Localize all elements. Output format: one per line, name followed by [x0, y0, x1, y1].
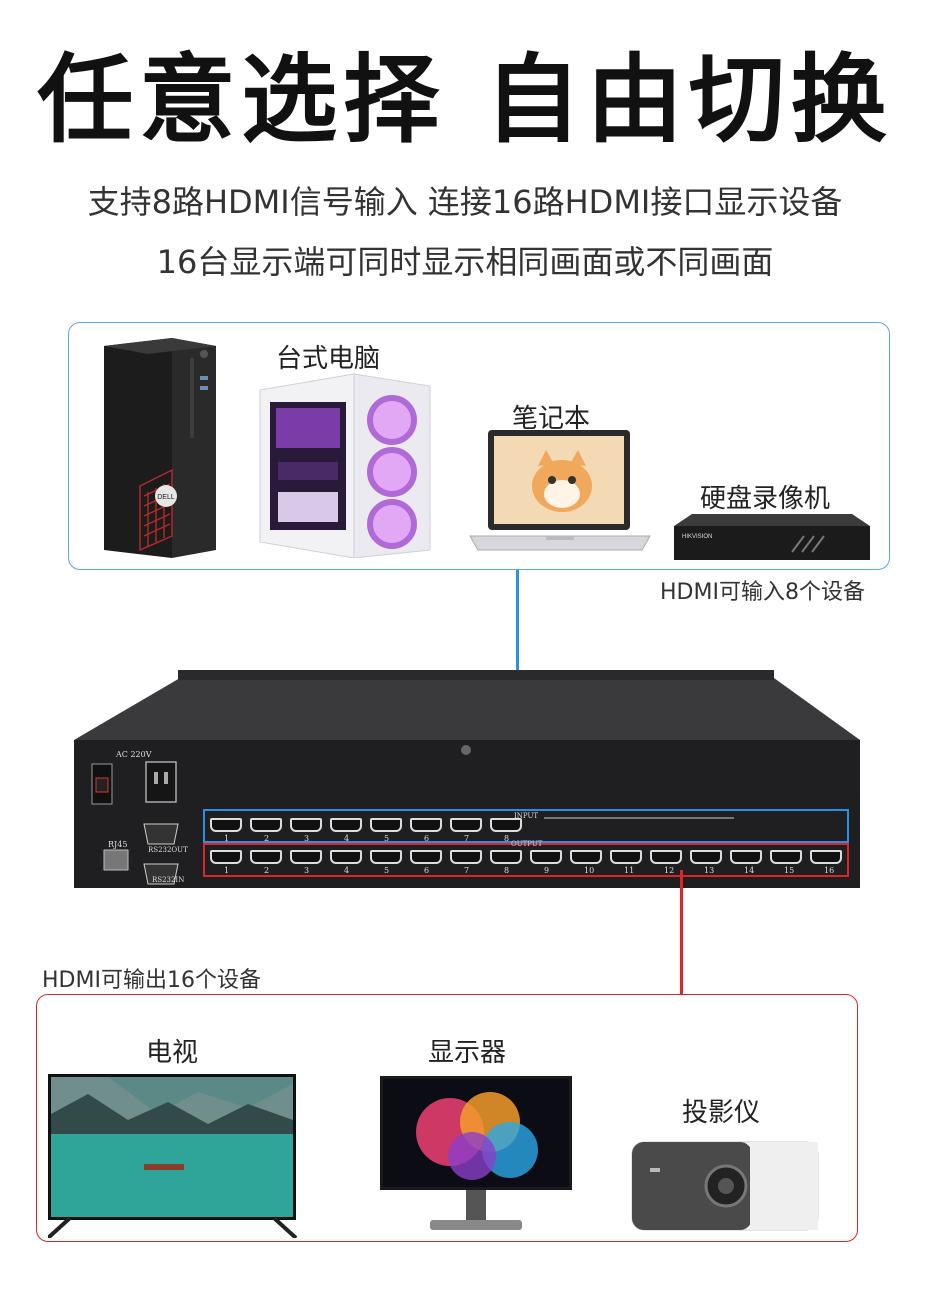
- monitor-label: 显示器: [428, 1038, 507, 1068]
- output-hdmi-port[interactable]: [610, 850, 642, 864]
- output-port-number: 7: [464, 866, 470, 875]
- output-hdmi-port[interactable]: [730, 850, 762, 864]
- desktop-pc-label: 台式电脑: [276, 344, 381, 374]
- input-port-number: 7: [464, 834, 470, 843]
- input-hdmi-port[interactable]: [370, 818, 402, 832]
- input-hdmi-port[interactable]: [490, 818, 522, 832]
- output-port-number: 10: [584, 866, 595, 875]
- output-port-number: 16: [824, 866, 835, 875]
- subtitle-line-2: 16台显示端可同时显示相同画面或不同画面: [156, 243, 774, 281]
- input-panel-label: INPUT: [514, 812, 539, 820]
- input-capacity-note: HDMI可输入8个设备: [660, 580, 865, 605]
- output-port-number: 1: [224, 866, 230, 875]
- laptop-image: [466, 428, 654, 558]
- input-port-number: 4: [344, 834, 350, 843]
- output-connection-line: [680, 870, 683, 994]
- input-hdmi-port[interactable]: [250, 818, 282, 832]
- output-devices-box: [36, 994, 858, 1242]
- subtitle-line-1: 支持8路HDMI信号输入 连接16路HDMI接口显示设备: [87, 183, 843, 221]
- output-hdmi-port[interactable]: [250, 850, 282, 864]
- output-port-number: 6: [424, 866, 430, 875]
- input-port-number: 1: [224, 834, 230, 843]
- output-hdmi-port[interactable]: [530, 850, 562, 864]
- output-hdmi-port[interactable]: [450, 850, 482, 864]
- input-hdmi-port[interactable]: [410, 818, 442, 832]
- headline: 任意选择 自由切换: [37, 44, 893, 156]
- output-hdmi-port[interactable]: [770, 850, 802, 864]
- input-devices-box: [68, 322, 890, 570]
- desktop-tower-image: DELL: [100, 336, 220, 562]
- output-panel-label: OUTPUT: [511, 840, 543, 848]
- output-hdmi-port[interactable]: [810, 850, 842, 864]
- input-hdmi-port[interactable]: [450, 818, 482, 832]
- output-hdmi-port[interactable]: [330, 850, 362, 864]
- output-hdmi-port[interactable]: [650, 850, 682, 864]
- output-port-number: 9: [544, 866, 550, 875]
- input-hdmi-port[interactable]: [330, 818, 362, 832]
- hdmi-matrix-switcher: AC 220V RJ45 RS232OUT RS232IN INPUT OUTP…: [74, 668, 864, 890]
- rj45-label: RJ45: [108, 840, 128, 849]
- output-hdmi-port[interactable]: [410, 850, 442, 864]
- output-port-number: 4: [344, 866, 350, 875]
- tv-label: 电视: [146, 1038, 199, 1068]
- input-hdmi-port[interactable]: [210, 818, 242, 832]
- output-capacity-note: HDMI可输出16个设备: [42, 968, 261, 993]
- nvr-label: 硬盘录像机: [700, 484, 831, 514]
- projector-image: [630, 1134, 820, 1234]
- input-hdmi-port[interactable]: [290, 818, 322, 832]
- rs232-out-label: RS232OUT: [148, 846, 188, 854]
- output-hdmi-port[interactable]: [290, 850, 322, 864]
- output-port-number: 12: [664, 866, 675, 875]
- laptop-label: 笔记本: [512, 404, 591, 434]
- output-port-number: 5: [384, 866, 390, 875]
- output-hdmi-port[interactable]: [210, 850, 242, 864]
- input-port-number: 2: [264, 834, 270, 843]
- power-label: AC 220V: [116, 750, 152, 759]
- output-port-number: 2: [264, 866, 270, 875]
- nvr-image: HIKVISION: [672, 512, 872, 562]
- output-hdmi-port[interactable]: [570, 850, 602, 864]
- input-port-number: 3: [304, 834, 310, 843]
- output-hdmi-port[interactable]: [490, 850, 522, 864]
- gaming-pc-image: [258, 372, 434, 559]
- dell-logo-text: DELL: [157, 494, 175, 501]
- output-port-number: 15: [784, 866, 795, 875]
- output-port-number: 3: [304, 866, 310, 875]
- tv-image: [46, 1074, 298, 1240]
- output-port-number: 13: [704, 866, 715, 875]
- output-port-number: 14: [744, 866, 755, 875]
- input-port-number: 8: [504, 834, 510, 843]
- hikvision-logo-text: HIKVISION: [682, 534, 712, 540]
- monitor-image: [380, 1076, 574, 1232]
- input-port-number: 6: [424, 834, 430, 843]
- rs232-in-label: RS232IN: [152, 876, 185, 884]
- output-port-number: 8: [504, 866, 510, 875]
- output-hdmi-port[interactable]: [690, 850, 722, 864]
- projector-label: 投影仪: [682, 1098, 761, 1128]
- input-port-number: 5: [384, 834, 390, 843]
- output-port-number: 11: [624, 866, 635, 875]
- output-hdmi-port[interactable]: [370, 850, 402, 864]
